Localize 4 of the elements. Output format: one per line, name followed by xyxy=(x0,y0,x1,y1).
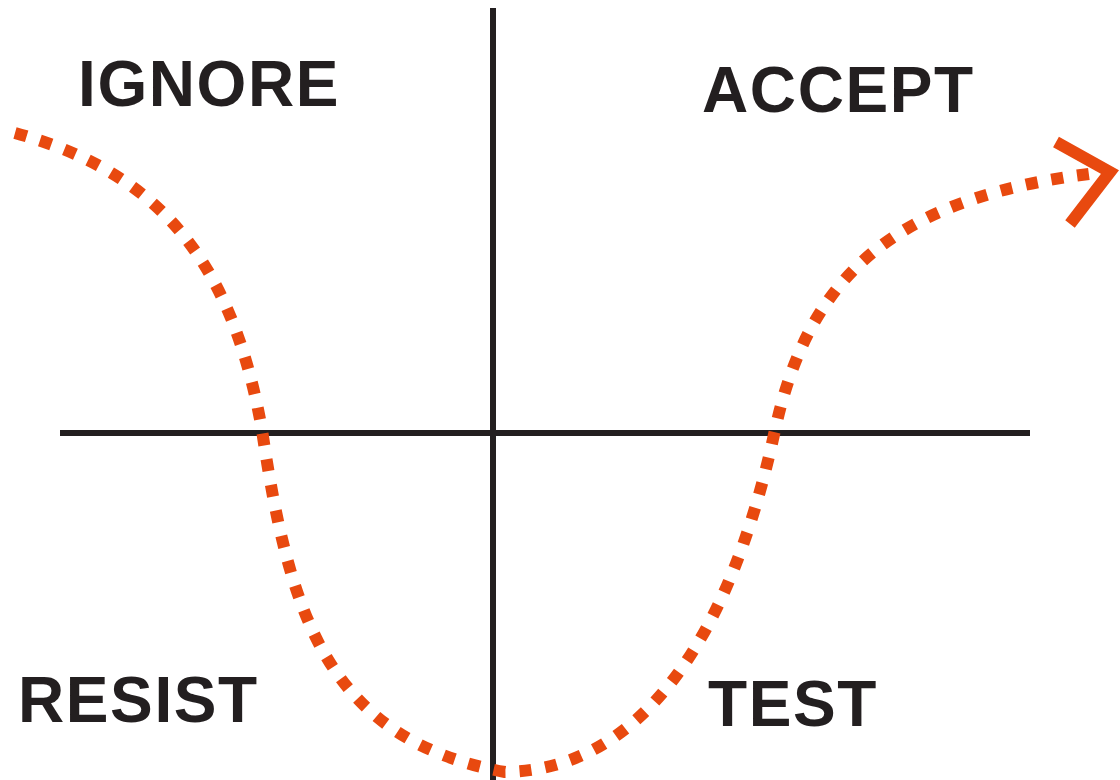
quadrant-label: IGNORE xyxy=(78,52,341,116)
quadrant-label: TEST xyxy=(708,672,878,736)
quadrant-label: RESIST xyxy=(18,668,259,732)
quadrant-label: ACCEPT xyxy=(702,58,975,122)
